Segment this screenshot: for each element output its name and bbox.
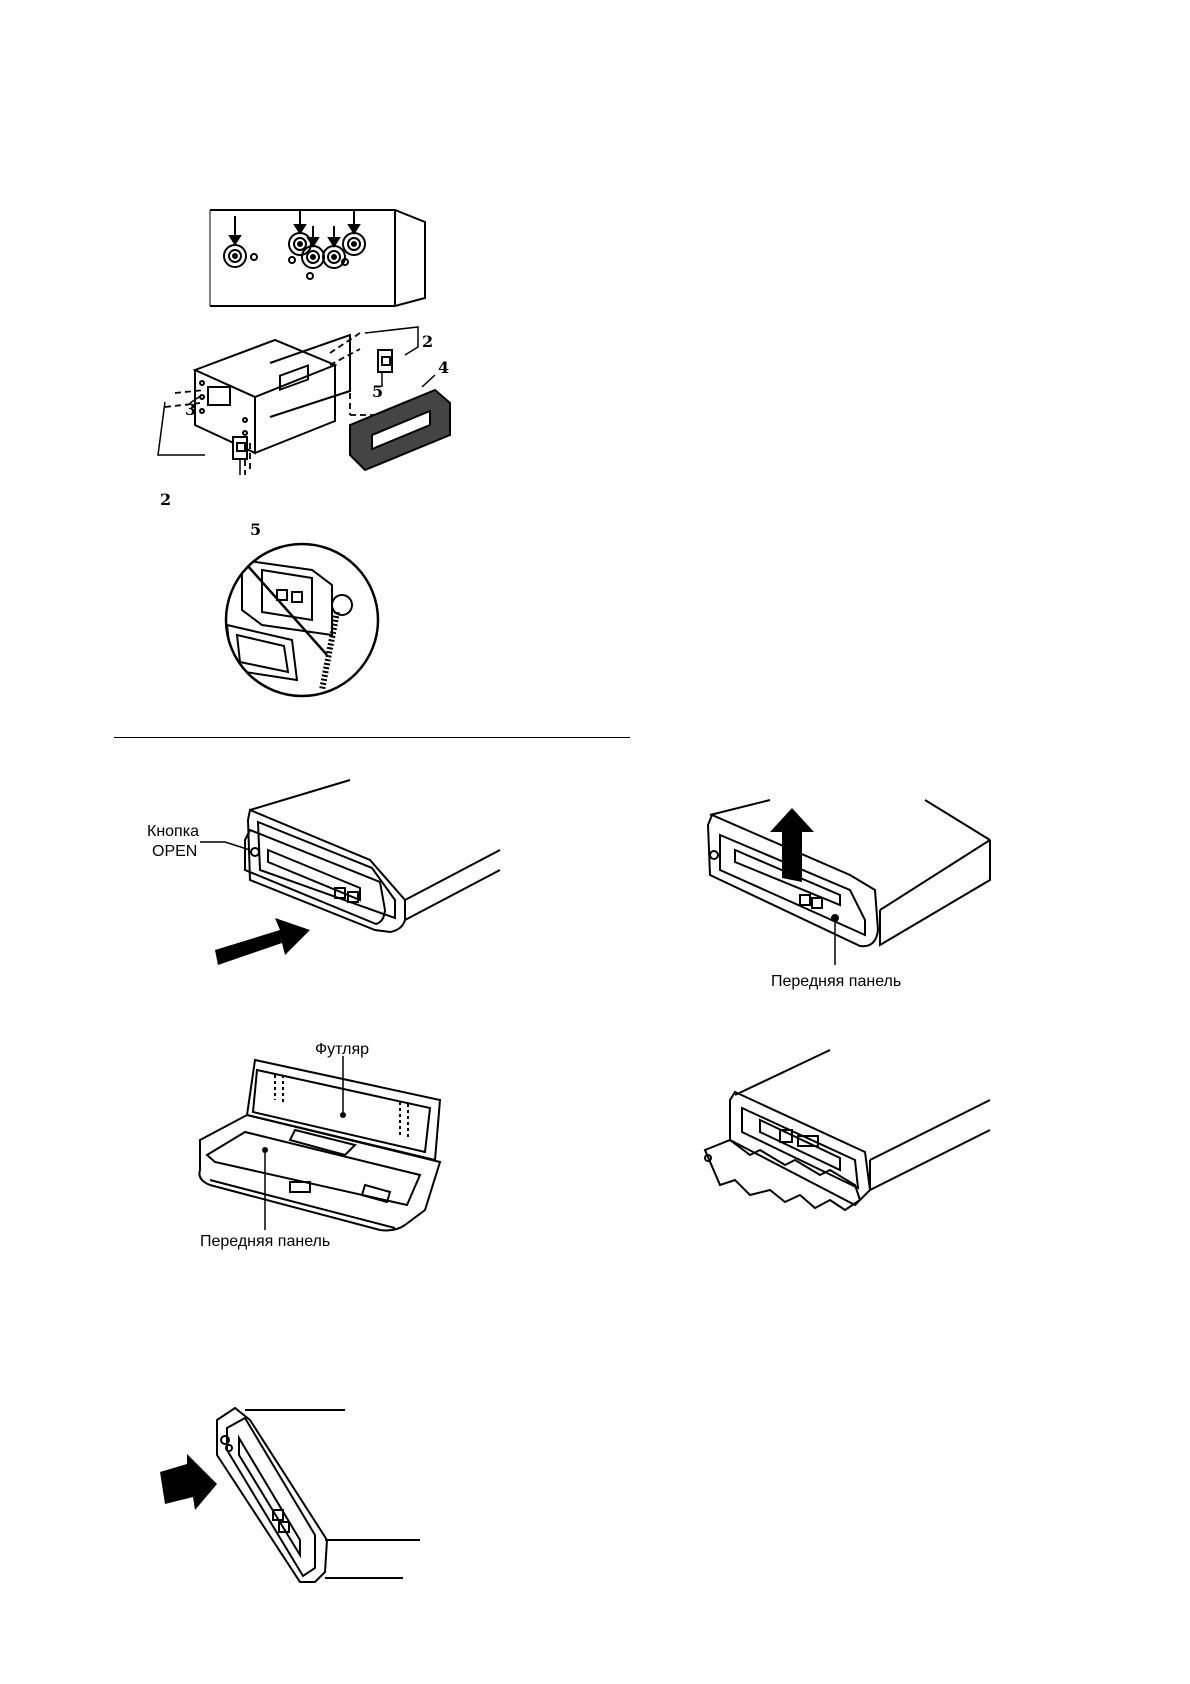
section-divider [114,737,630,738]
mounting-exploded-drawing: 2 3 4 5 2 5 1 [157,326,451,539]
front-panel-label-case: Передняя панель [200,1233,330,1250]
lift-panel-drawing: Передняя панель [706,799,991,990]
callout-5-top: 5 [372,382,383,401]
sleeve-detail-drawing [224,542,380,698]
callout-5-bottom: 5 [250,520,261,539]
unit-without-panel-drawing [703,1049,991,1212]
lift-panel-figure: Передняя панель [700,790,1000,990]
open-button-drawing: Кнопка OPEN [147,779,501,965]
case-label: Футляр [315,1041,369,1058]
mounting-exploded-figure: 2 3 4 5 2 5 1 [150,325,490,540]
callout-2-top: 2 [422,332,433,351]
open-button-label-line2: OPEN [152,843,197,860]
unit-without-panel-figure [690,1040,1000,1250]
open-button-figure: Кнопка OPEN [140,770,520,980]
chassis-side-holes-drawing [209,209,426,307]
front-panel-label-lift: Передняя панель [771,973,901,990]
sleeve-detail-figure [222,540,382,700]
panel-case-figure: Футляр Передняя панель [195,1040,495,1260]
attach-panel-figure [155,1400,435,1585]
attach-panel-drawing [160,1406,420,1583]
panel-case-drawing: Футляр Передняя панель [198,1041,442,1250]
callout-2-bottom: 2 [160,490,171,509]
chassis-side-holes-figure [200,200,440,310]
callout-3: 3 [185,400,196,419]
open-button-label-line1: Кнопка [147,823,199,840]
callout-4: 4 [438,358,449,377]
